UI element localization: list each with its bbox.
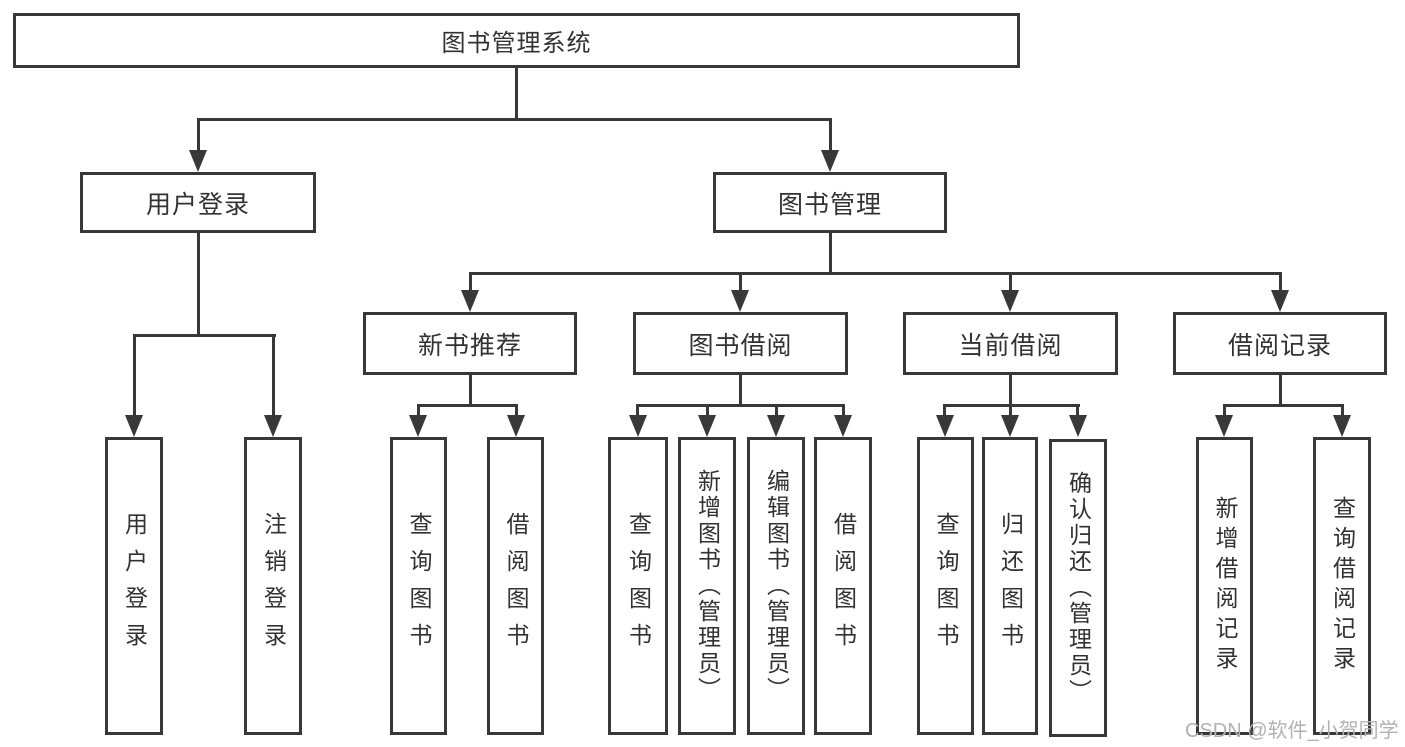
leaf-user-login: 用户登录 [105, 437, 163, 735]
arrowhead-groupA-leaf2 [507, 415, 525, 437]
leaf-add-borrow-record: 新增借阅记录 [1196, 437, 1253, 735]
connector-groupD-bar [1223, 404, 1344, 407]
connector-level2-bar [469, 272, 1282, 275]
connector-groupC-drop3 [1076, 404, 1079, 418]
connector-drop-book-borrowing [739, 272, 742, 294]
leaf-borrow-books-recommend-label: 借阅图书 [503, 512, 529, 660]
leaf-edit-book-admin: 编辑图书（管理员） [747, 437, 805, 735]
leaf-return-books-label: 归还图书 [997, 512, 1024, 660]
arrowhead-groupB-leaf3 [767, 415, 785, 437]
node-book-borrowing: 图书借阅 [633, 312, 848, 375]
connector-groupB-drop3 [775, 404, 778, 418]
leaf-query-books-current: 查询图书 [917, 437, 974, 735]
connector-groupA-bar [417, 404, 518, 407]
arrowhead-borrowing-records [1271, 290, 1289, 312]
arrowhead-user-login [189, 150, 207, 172]
arrowhead-new-book [461, 290, 479, 312]
node-user-login-label: 用户登录 [145, 190, 250, 219]
node-new-book-recommendation-label: 新书推荐 [417, 331, 522, 360]
arrowhead-groupB-leaf4 [834, 415, 852, 437]
connector-groupD-stem [1279, 375, 1282, 407]
leaf-query-borrow-record-label: 查询借阅记录 [1329, 496, 1356, 676]
node-user-login: 用户登录 [80, 172, 316, 233]
leaf-query-books-recommend: 查询图书 [390, 437, 447, 735]
leaf-borrow-books-borrowing: 借阅图书 [814, 437, 872, 735]
leaf-add-book-admin-label: 新增图书（管理员） [694, 469, 721, 703]
connector-level1-bar [197, 118, 832, 121]
node-new-book-recommendation: 新书推荐 [363, 312, 577, 375]
leaf-edit-book-admin-label: 编辑图书（管理员） [763, 469, 790, 703]
connector-groupA-stem [469, 375, 472, 407]
node-borrowing-records: 借阅记录 [1173, 312, 1387, 375]
arrowhead-groupC-leaf1 [936, 415, 954, 437]
node-book-borrowing-label: 图书借阅 [688, 331, 793, 360]
leaf-logout: 注销登录 [244, 437, 302, 735]
node-book-management: 图书管理 [713, 172, 947, 233]
arrowhead-leaf-user-login [125, 415, 143, 437]
arrowhead-book-management [821, 150, 839, 172]
connector-drop-leaf-user-login [133, 334, 136, 417]
arrowhead-groupC-leaf3 [1069, 415, 1087, 437]
connector-groupD-drop2 [1341, 404, 1344, 418]
connector-drop-borrowing-records [1279, 272, 1282, 294]
leaf-query-books-borrowing-label: 查询图书 [625, 512, 652, 660]
connector-drop-current-borrowing [1009, 272, 1012, 294]
connector-drop-user-login [197, 118, 200, 152]
connector-groupC-drop1 [943, 404, 946, 418]
leaf-user-login-label: 用户登录 [121, 512, 148, 660]
connector-root-stem [515, 68, 518, 120]
node-root: 图书管理系统 [13, 13, 1020, 68]
arrowhead-groupD-leaf1 [1215, 415, 1233, 437]
leaf-logout-label: 注销登录 [260, 512, 287, 660]
leaf-query-borrow-record: 查询借阅记录 [1313, 437, 1371, 735]
arrowhead-book-borrowing [731, 290, 749, 312]
connector-drop-new-book [469, 272, 472, 294]
leaf-add-book-admin: 新增图书（管理员） [678, 437, 736, 735]
node-root-label: 图书管理系统 [441, 30, 592, 57]
connector-book-management-stem [829, 233, 832, 275]
connector-groupB-drop1 [636, 404, 639, 418]
arrowhead-leaf-logout [264, 415, 282, 437]
connector-user-login-bar [133, 334, 276, 337]
connector-groupB-drop4 [842, 404, 845, 418]
arrowhead-groupD-leaf2 [1333, 415, 1351, 437]
connector-groupD-drop1 [1223, 404, 1226, 418]
connector-groupB-bar [636, 404, 845, 407]
arrowhead-groupC-leaf2 [1001, 415, 1019, 437]
leaf-return-books: 归还图书 [982, 437, 1038, 735]
connector-groupA-drop1 [417, 404, 420, 418]
leaf-query-books-borrowing: 查询图书 [608, 437, 668, 735]
node-borrowing-records-label: 借阅记录 [1227, 331, 1332, 360]
leaf-query-books-recommend-label: 查询图书 [406, 512, 432, 660]
arrowhead-groupA-leaf1 [409, 415, 427, 437]
node-book-management-label: 图书管理 [777, 190, 882, 219]
leaf-query-books-current-label: 查询图书 [933, 512, 959, 660]
csdn-watermark: CSDN @软件_小贺同学 [1185, 720, 1399, 742]
connector-groupB-stem [739, 375, 742, 407]
arrowhead-groupB-leaf2 [698, 415, 716, 437]
leaf-confirm-return-admin-label: 确认归还（管理员） [1065, 471, 1092, 705]
arrowhead-current-borrowing [1001, 290, 1019, 312]
node-current-borrowing: 当前借阅 [903, 312, 1118, 375]
leaf-borrow-books-borrowing-label: 借阅图书 [830, 512, 857, 660]
node-current-borrowing-label: 当前借阅 [958, 331, 1063, 360]
connector-groupA-drop2 [515, 404, 518, 418]
connector-user-login-stem [197, 233, 200, 337]
leaf-confirm-return-admin: 确认归还（管理员） [1049, 439, 1107, 737]
arrowhead-groupB-leaf1 [629, 415, 647, 437]
connector-drop-leaf-logout [272, 334, 275, 417]
leaf-add-borrow-record-label: 新增借阅记录 [1212, 496, 1238, 676]
connector-drop-book-management [829, 118, 832, 152]
connector-groupC-drop2 [1009, 404, 1012, 418]
leaf-borrow-books-recommend: 借阅图书 [487, 437, 544, 735]
connector-groupC-stem [1009, 375, 1012, 407]
connector-groupB-drop2 [706, 404, 709, 418]
